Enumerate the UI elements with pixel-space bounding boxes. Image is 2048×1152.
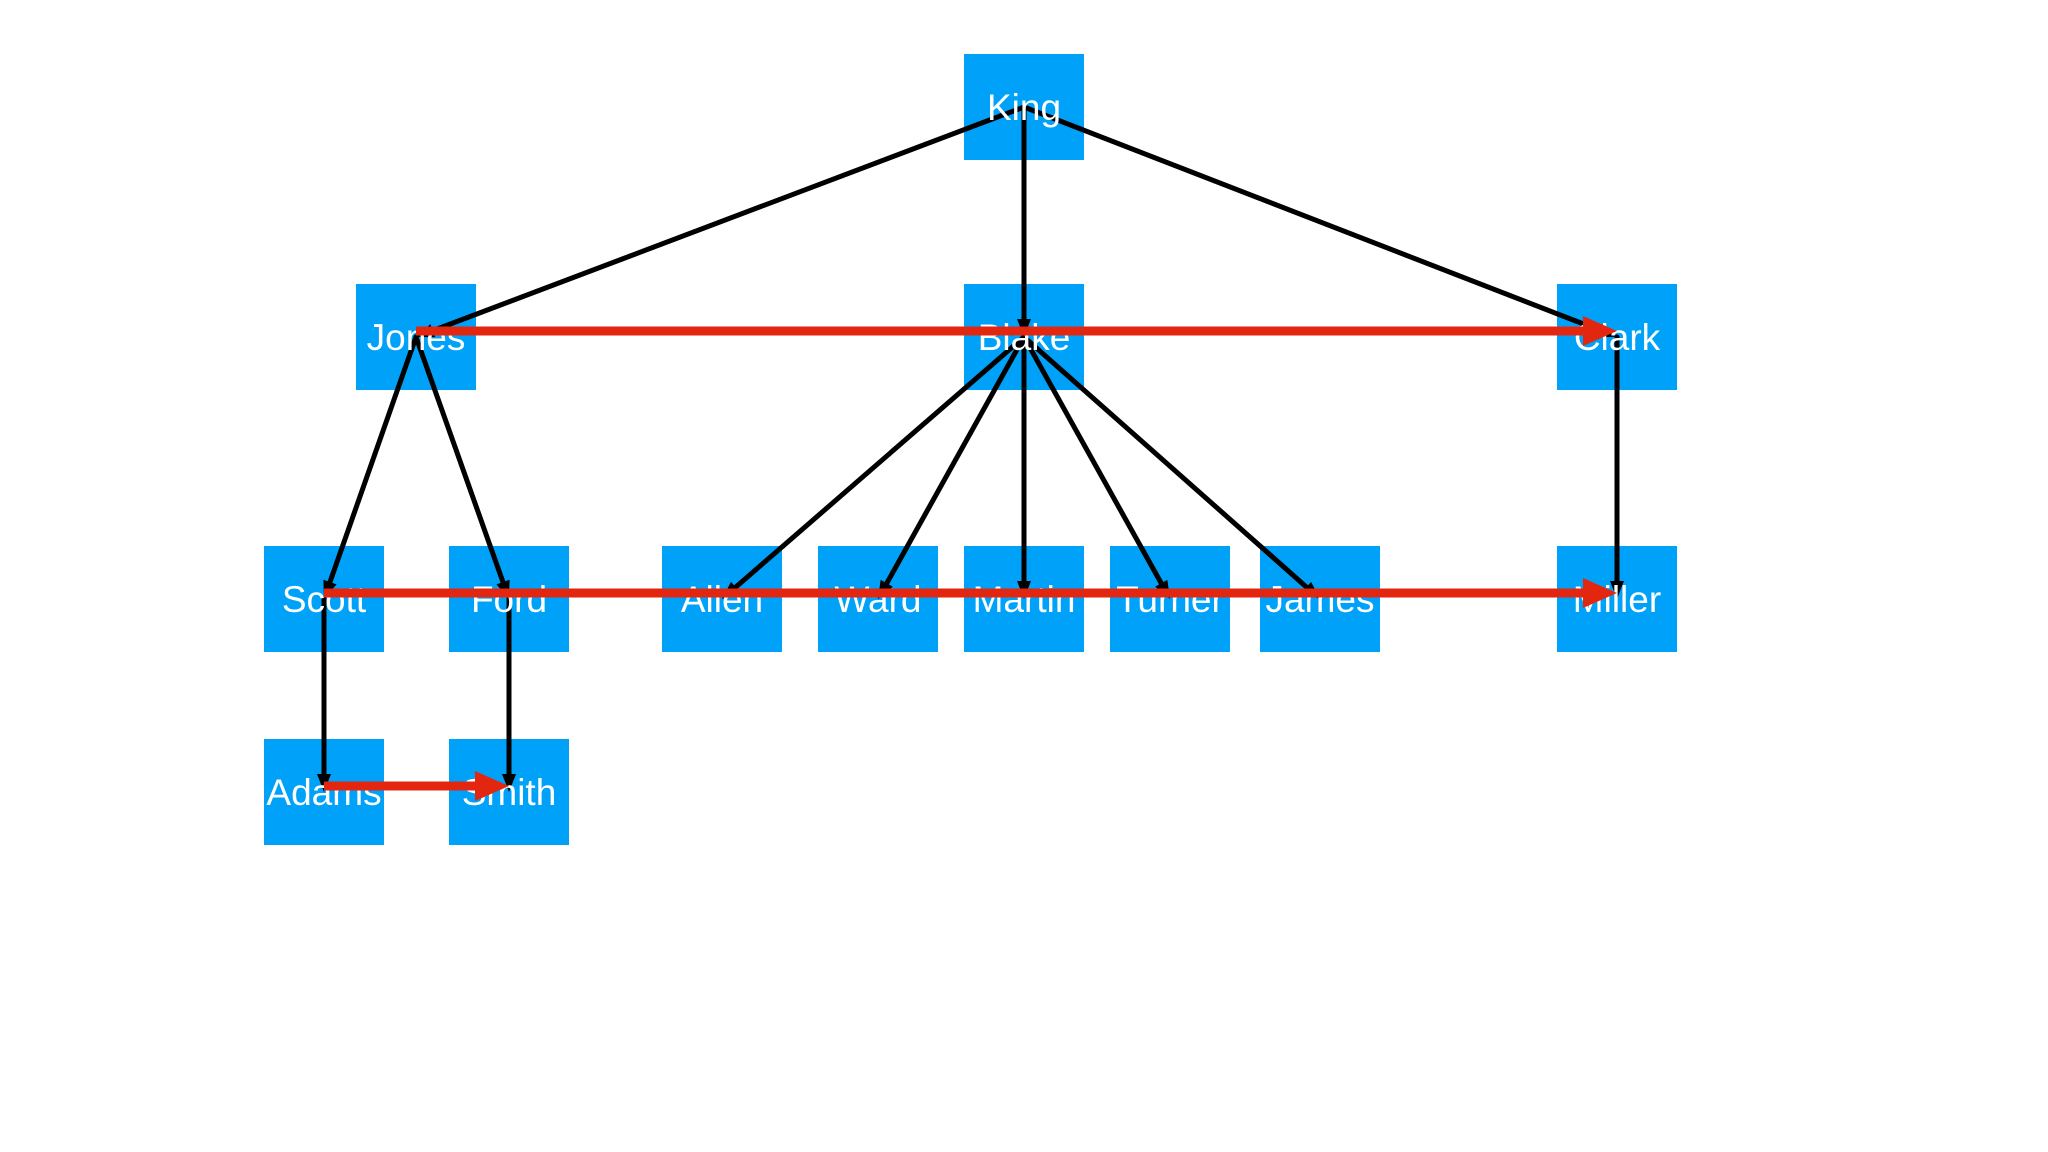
node-label-allen: Allen: [681, 579, 763, 620]
edge-blake-james: [1021, 334, 1310, 590]
edge-jones-scott: [327, 334, 419, 585]
node-label-blake: Blake: [978, 317, 1071, 358]
level-arrows-layer: [324, 316, 1617, 801]
edge-blake-allen: [733, 334, 1027, 590]
node-label-king: King: [987, 87, 1061, 128]
node-label-jones: Jones: [367, 317, 466, 358]
edge-blake-ward: [884, 334, 1027, 586]
edge-king-jones: [430, 104, 1027, 334]
level-arrowhead-adams-smith: [475, 771, 509, 801]
level-arrowhead-scott-miller: [1583, 578, 1617, 608]
node-label-martin: Martin: [973, 579, 1076, 620]
node-label-james: James: [1266, 579, 1375, 620]
edge-arrowhead-ford-smith: [502, 774, 516, 792]
edge-blake-turner: [1021, 334, 1164, 586]
edge-jones-ford: [413, 334, 506, 585]
nodes-layer: [264, 54, 1677, 845]
node-label-turner: Turner: [1116, 579, 1224, 620]
node-label-scott: Scott: [282, 579, 367, 620]
level-arrowhead-jones-clark: [1583, 316, 1617, 346]
node-label-adams: Adams: [266, 772, 381, 813]
edges-layer: [317, 104, 1624, 792]
edge-arrowhead-clark-miller: [1610, 581, 1624, 599]
node-label-ford: Ford: [471, 579, 547, 620]
edge-king-clark: [1021, 104, 1603, 333]
node-label-ward: Ward: [834, 579, 921, 620]
